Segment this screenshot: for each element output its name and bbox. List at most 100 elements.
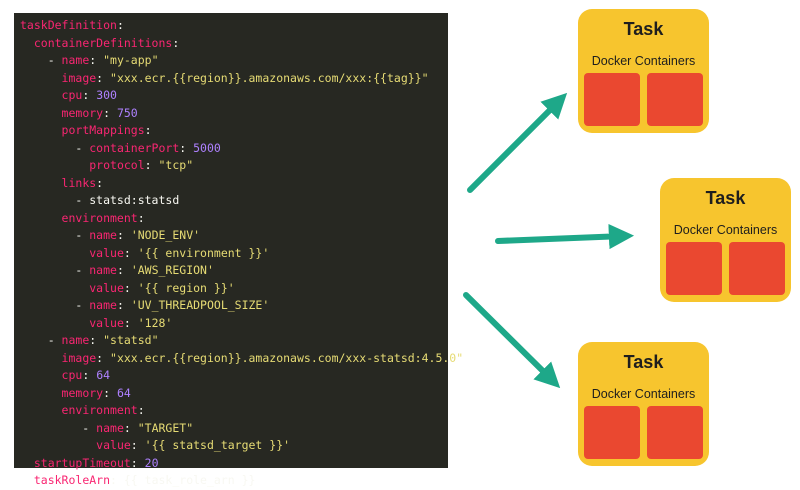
- task-subtitle: Docker Containers: [591, 387, 696, 401]
- task-subtitle: Docker Containers: [673, 223, 778, 237]
- code-token: :: [130, 438, 145, 452]
- code-line: startupTimeout: 20: [20, 455, 448, 473]
- code-line: - statsd:statsd: [20, 192, 448, 210]
- code-token: '{{ region }}': [137, 280, 235, 295]
- code-token: :: [96, 350, 111, 365]
- code-token: -: [20, 140, 90, 155]
- code-token: startupTimeout: [33, 455, 131, 470]
- code-token: :: [123, 315, 138, 330]
- docker-container-box: [666, 242, 722, 295]
- code-token: :: [130, 455, 145, 470]
- code-token: :: [89, 53, 104, 67]
- code-token: -: [20, 53, 62, 67]
- docker-container-box: [584, 73, 640, 126]
- code-token: :: [172, 35, 180, 50]
- code-token: :: [96, 175, 104, 190]
- arrow-to-task-2: [495, 224, 635, 250]
- code-line: - name: "statsd": [20, 332, 448, 350]
- code-line: value: '{{ statsd_target }}': [20, 437, 448, 455]
- code-token: name: [89, 263, 117, 277]
- code-token: 5000: [193, 140, 221, 155]
- code-token: value: [89, 245, 124, 260]
- docker-container-box: [584, 406, 640, 459]
- code-token: "my-app": [103, 53, 159, 67]
- arrow-to-task-1: [467, 92, 568, 193]
- code-token: name: [61, 53, 90, 67]
- code-token: :: [89, 333, 104, 347]
- task-title: Task: [623, 19, 664, 39]
- code-token: :: [123, 420, 138, 435]
- code-token: 64: [96, 368, 111, 382]
- code-token: :: [179, 140, 194, 155]
- code-token: containerPort: [89, 140, 180, 155]
- code-token: environment: [61, 210, 138, 225]
- code-token: :: [144, 158, 159, 172]
- code-line: taskDefinition:: [20, 17, 448, 35]
- code-token: taskDefinition: [20, 18, 117, 32]
- code-token: 750: [116, 105, 138, 120]
- code-token: protocol: [89, 158, 145, 172]
- code-token: value: [96, 438, 131, 452]
- code-line: cpu: 300: [20, 87, 448, 105]
- code-token: 'NODE_ENV': [130, 228, 201, 242]
- task-title: Task: [623, 352, 664, 372]
- code-line: - name: 'NODE_ENV': [20, 227, 448, 245]
- code-token: :: [96, 70, 111, 85]
- code-line: protocol: "tcp": [20, 157, 448, 175]
- code-line: environment:: [20, 210, 448, 228]
- code-token: '{{ statsd_target }}': [144, 438, 291, 452]
- code-token: -: [20, 228, 90, 242]
- code-token: "TARGET": [137, 420, 194, 435]
- code-line: - name: 'AWS_REGION': [20, 262, 448, 280]
- code-token: -: [20, 298, 90, 312]
- docker-container-box: [729, 242, 785, 295]
- task-title: Task: [705, 188, 746, 208]
- task-card-3: Task Docker Containers: [578, 342, 709, 466]
- code-token: -: [20, 420, 97, 435]
- code-token: 20: [144, 455, 159, 470]
- docker-container-box: [647, 406, 703, 459]
- code-token: - statsd:statsd: [20, 193, 180, 207]
- code-token: :: [103, 385, 117, 400]
- code-token: :: [103, 105, 117, 120]
- task-subtitle: Docker Containers: [591, 54, 696, 68]
- code-token: 'UV_THREADPOOL_SIZE': [130, 298, 270, 312]
- code-token: name: [89, 228, 117, 242]
- code-line: environment:: [20, 402, 448, 420]
- code-token: 64: [116, 385, 131, 400]
- yaml-code-panel: taskDefinition: containerDefinitions: - …: [14, 13, 464, 487]
- code-token: :: [116, 228, 131, 242]
- code-token: :: [144, 123, 152, 137]
- code-line: cpu: 64: [20, 367, 448, 385]
- code-token: :: [123, 280, 138, 295]
- code-token: image: [61, 350, 97, 365]
- code-token: "xxx.ecr.{{region}}.amazonaws.com/xxx-st…: [110, 350, 464, 365]
- code-line: portMappings:: [20, 122, 448, 140]
- code-token: "tcp": [158, 158, 194, 172]
- code-token: "xxx.ecr.{{region}}.amazonaws.com/xxx:{{…: [110, 70, 429, 85]
- code-token: 300: [96, 88, 117, 102]
- code-token: memory: [61, 385, 104, 400]
- code-token: links: [61, 175, 97, 190]
- code-line: memory: 64: [20, 385, 448, 403]
- code-token: cpu: [61, 368, 83, 382]
- code-line: value: '128': [20, 315, 448, 333]
- code-token: image: [61, 70, 97, 85]
- docker-container-box: [647, 73, 703, 126]
- code-line: image: "xxx.ecr.{{region}}.amazonaws.com…: [20, 350, 464, 368]
- code-line: containerDefinitions:: [20, 35, 448, 53]
- code-token: 'AWS_REGION': [130, 263, 214, 277]
- code-line: value: '{{ region }}': [20, 280, 448, 298]
- code-token: :: [116, 263, 131, 277]
- code-token: value: [89, 280, 124, 295]
- code-line: - containerPort: 5000: [20, 140, 448, 158]
- code-line: - name: 'UV_THREADPOOL_SIZE': [20, 297, 448, 315]
- task-card-2: Task Docker Containers: [660, 178, 791, 302]
- code-token: containerDefinitions: [33, 35, 173, 50]
- code-line: image: "xxx.ecr.{{region}}.amazonaws.com…: [20, 70, 448, 88]
- code-line: value: '{{ environment }}': [20, 245, 448, 263]
- code-token: portMappings: [61, 123, 145, 137]
- code-token: :: [82, 368, 97, 382]
- task-card-1: Task Docker Containers: [578, 9, 709, 133]
- code-line: - name: "TARGET": [20, 420, 448, 438]
